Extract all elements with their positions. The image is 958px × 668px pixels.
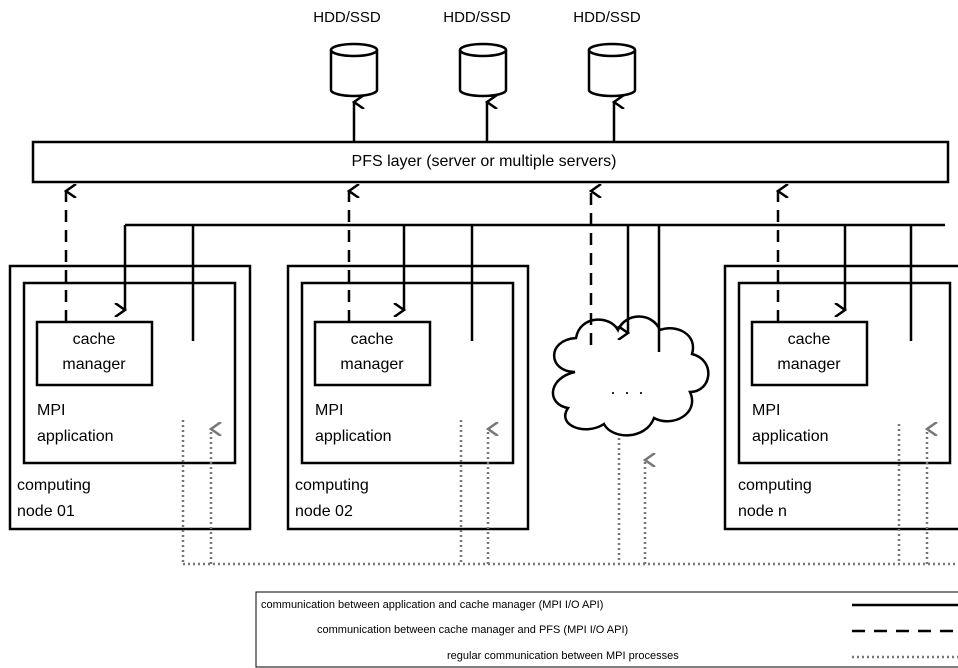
- computing-node-n: cache manager MPI application computing …: [723, 264, 958, 531]
- app-label-line1: MPI: [315, 402, 343, 419]
- cache-label-line2: manager: [62, 356, 126, 373]
- storage-label: HDD/SSD: [573, 9, 641, 26]
- pfs-label: PFS layer (server or multiple servers): [352, 153, 617, 170]
- cache-pfs-links: [66, 191, 778, 345]
- legend-item-dotted: regular communication between MPI proces…: [447, 650, 958, 662]
- node-label-line1: computing: [17, 477, 91, 494]
- computing-node-02: cache manager MPI application computing …: [286, 264, 530, 531]
- legend: communication between application and ca…: [255, 591, 958, 668]
- mpi-links: [181, 420, 958, 566]
- storage-disk-3: HDD/SSD: [573, 9, 641, 98]
- storage-disk-1: HDD/SSD: [313, 9, 381, 98]
- cache-manager-box: [313, 320, 432, 387]
- legend-label: regular communication between MPI proces…: [447, 650, 679, 662]
- cache-label-line1: cache: [788, 331, 831, 348]
- app-label-line1: MPI: [752, 402, 780, 419]
- cache-manager-box: [35, 320, 154, 387]
- node-label-line2: node 02: [295, 503, 353, 520]
- cache-manager-box: [750, 320, 869, 387]
- cache-label-line1: cache: [351, 331, 394, 348]
- app-label-line2: application: [37, 428, 114, 445]
- app-cache-links: [125, 225, 913, 352]
- network-cloud: . . .: [551, 315, 710, 437]
- app-label-line1: MPI: [37, 402, 65, 419]
- cache-label-line2: manager: [777, 356, 841, 373]
- storage-disk-2: HDD/SSD: [443, 9, 511, 98]
- cache-label-line2: manager: [340, 356, 404, 373]
- cache-label-line1: cache: [73, 331, 116, 348]
- legend-item-dashed: communication between cache manager and …: [317, 624, 958, 636]
- node-label-line1: computing: [295, 477, 369, 494]
- storage-label: HDD/SSD: [313, 9, 381, 26]
- legend-label: communication between application and ca…: [261, 599, 603, 611]
- computing-node-01: cache manager MPI application computing …: [8, 264, 252, 531]
- node-label-line2: node n: [738, 503, 787, 520]
- storage-label: HDD/SSD: [443, 9, 511, 26]
- node-label-line1: computing: [738, 477, 812, 494]
- pfs-layer: PFS layer (server or multiple servers): [31, 140, 950, 184]
- legend-item-solid: communication between application and ca…: [261, 599, 958, 611]
- legend-label: communication between cache manager and …: [317, 624, 628, 636]
- cloud-ellipsis: . . .: [610, 378, 645, 398]
- node-label-line2: node 01: [17, 503, 75, 520]
- app-label-line2: application: [752, 428, 829, 445]
- app-label-line2: application: [315, 428, 392, 445]
